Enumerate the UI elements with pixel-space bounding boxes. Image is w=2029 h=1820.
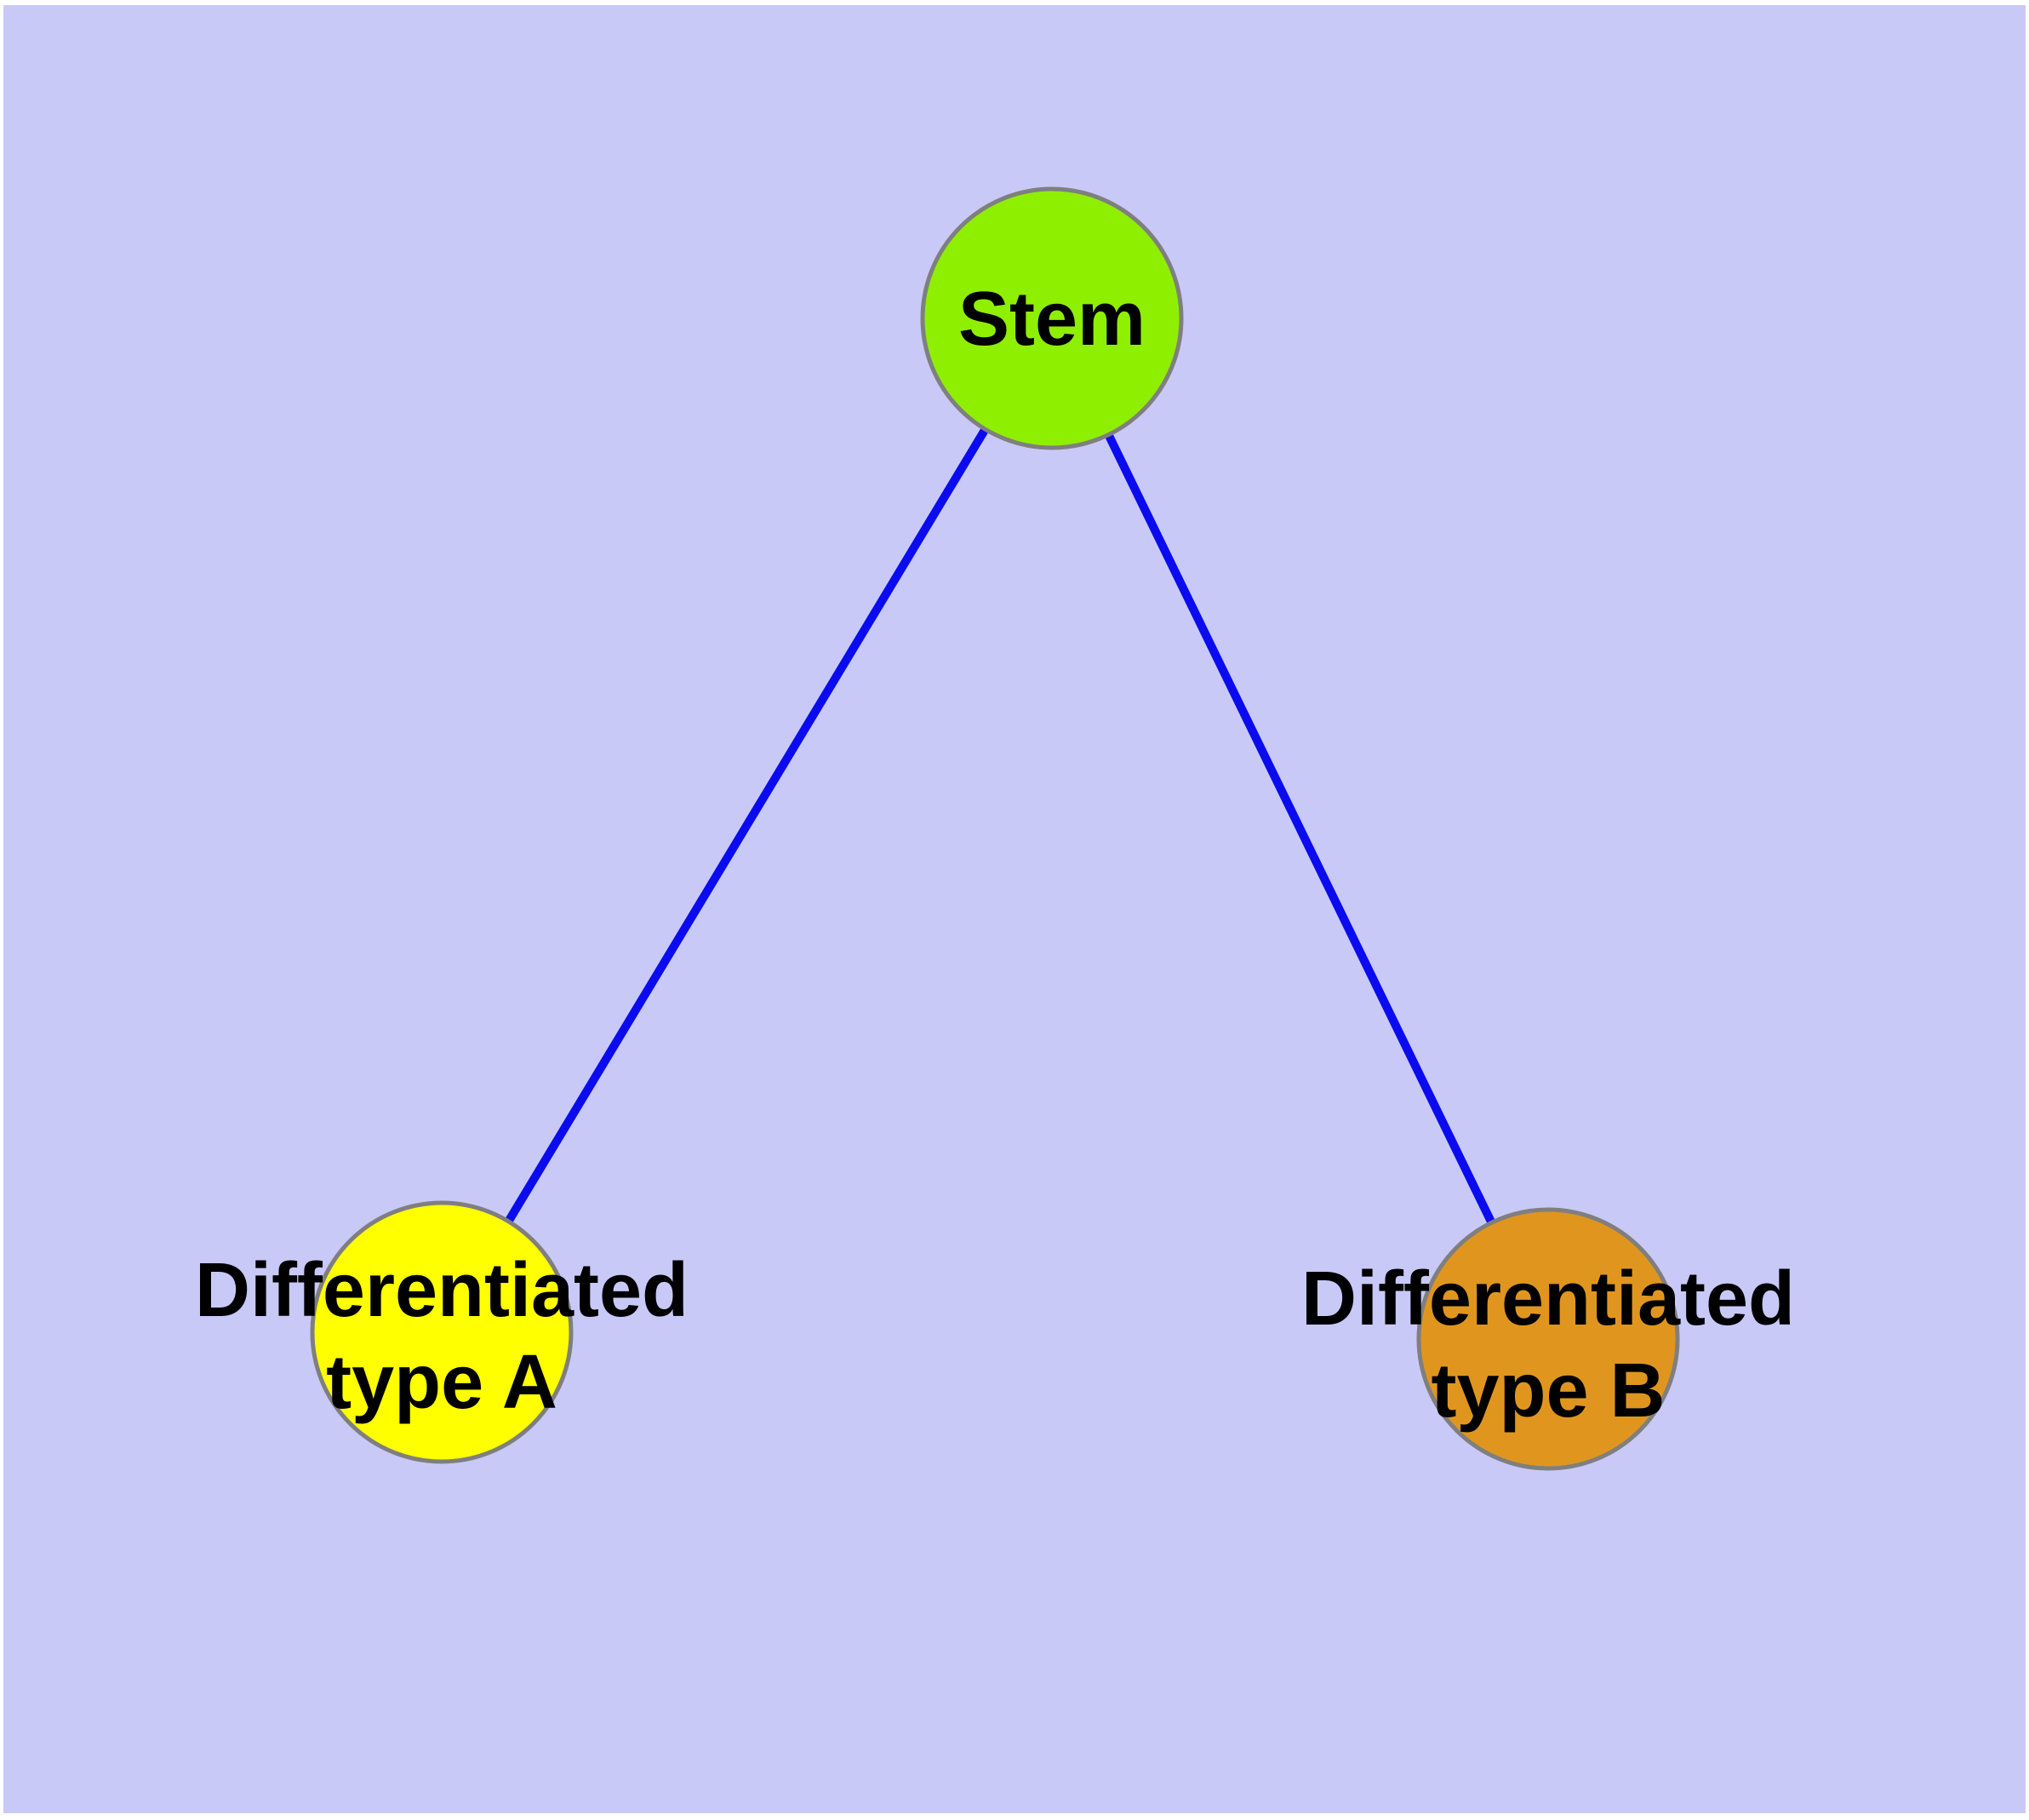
node-type-b-label-line2: type B [1431,1348,1665,1434]
node-stem-label: Stem [958,277,1146,362]
edge-stem-to-type-a [437,316,1056,1335]
node-type-a-label-line2: type A [326,1340,557,1425]
node-type-a [310,1200,574,1464]
node-type-b [1416,1207,1680,1471]
node-type-a-label-line1: Differentiated [195,1248,689,1333]
edge-stem-to-type-b [1048,316,1552,1342]
node-type-b-label-line1: Differentiated [1301,1256,1795,1342]
node-stem [920,186,1184,450]
